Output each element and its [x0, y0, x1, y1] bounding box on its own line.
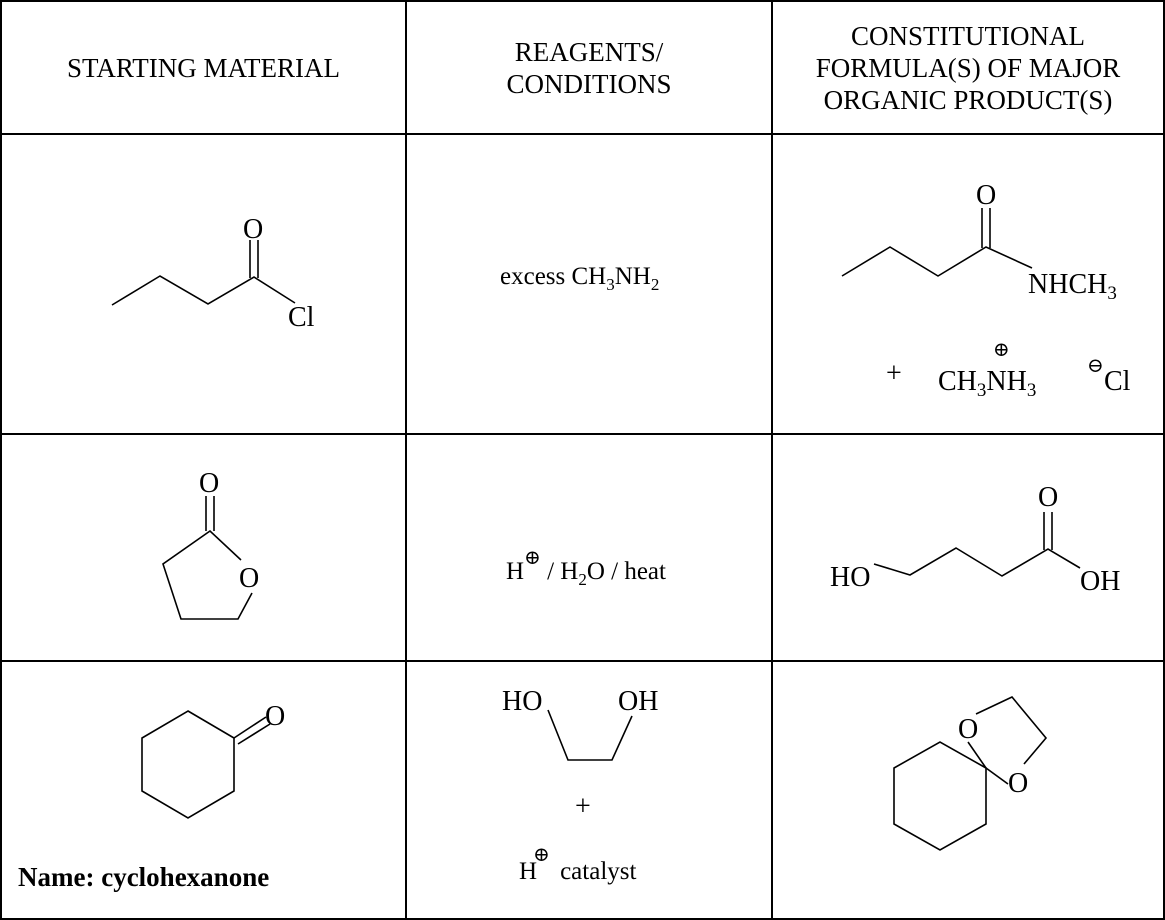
- header-products-line: FORMULA(S) OF MAJOR: [815, 52, 1121, 83]
- OH-group: OH: [618, 686, 658, 717]
- header-products: CONSTITUTIONAL FORMULA(S) OF MAJOR ORGAN…: [773, 2, 1163, 133]
- table-border-top: [0, 0, 1165, 2]
- bond-carbonyl-2: [237, 723, 271, 745]
- HO-group: HO: [830, 562, 870, 593]
- header-products-line: CONSTITUTIONAL: [851, 20, 1085, 51]
- bond-chain: [547, 709, 633, 761]
- group-NHCH3: NHCH3: [1028, 269, 1117, 304]
- bond-dioxolane-ring: [967, 741, 987, 769]
- chloride: Cl: [1104, 366, 1131, 397]
- bond-dioxolane-ring-2: [975, 696, 1048, 765]
- row-divider-1: [0, 133, 1165, 135]
- header-reagents-line: CONDITIONS: [506, 68, 672, 99]
- atom-O-bottom: O: [1008, 768, 1028, 799]
- reagent-acid-water-heat: H⊕ / H2O / heat: [506, 547, 666, 589]
- bond-chain: [841, 246, 1033, 277]
- atom-Cl: Cl: [288, 302, 315, 333]
- atom-O: O: [265, 701, 285, 732]
- column-divider-1: [405, 0, 407, 920]
- bond-chain: [111, 275, 296, 306]
- OH-group: OH: [1080, 566, 1120, 597]
- atom-O: O: [976, 180, 996, 211]
- reagent-acid-catalyst: H⊕ catalyst: [519, 844, 637, 885]
- atom-O-top: O: [958, 714, 978, 745]
- atom-O: O: [243, 214, 263, 245]
- table-border-right: [1163, 0, 1165, 920]
- reagent-methylamine: excess CH3NH2: [500, 263, 660, 294]
- row-divider-3: [0, 660, 1165, 662]
- header-products-line: ORGANIC PRODUCT(S): [823, 84, 1113, 115]
- header-starting-material: STARTING MATERIAL: [2, 2, 405, 133]
- atom-O-carbonyl: O: [199, 468, 219, 499]
- header-reagents: REAGENTS/ CONDITIONS: [407, 2, 771, 133]
- HO-group: HO: [502, 686, 542, 717]
- negative-charge: ⊖: [1087, 355, 1104, 377]
- table-border-left: [0, 0, 2, 920]
- plus-sign: +: [886, 358, 902, 389]
- column-divider-2: [771, 0, 773, 920]
- bond-cyclohexane-ring: [893, 741, 987, 851]
- bond-ring: [162, 529, 253, 620]
- row-divider-2: [0, 433, 1165, 435]
- positive-charge: ⊕: [993, 339, 1010, 361]
- table-border-bottom: [0, 918, 1165, 920]
- bond-carbonyl-1: [233, 716, 267, 739]
- atom-O: O: [1038, 482, 1058, 513]
- atom-O-ring: O: [239, 563, 259, 594]
- bond-chain: [873, 547, 1081, 577]
- salt-formula: CH3NH3: [938, 366, 1036, 401]
- plus-sign: +: [575, 791, 591, 822]
- header-starting-material-text: STARTING MATERIAL: [67, 52, 340, 83]
- bond-dioxolane-ring-3: [985, 767, 1009, 785]
- header-reagents-line: REAGENTS/: [514, 36, 664, 67]
- compound-name-label: Name: cyclohexanone: [18, 862, 270, 892]
